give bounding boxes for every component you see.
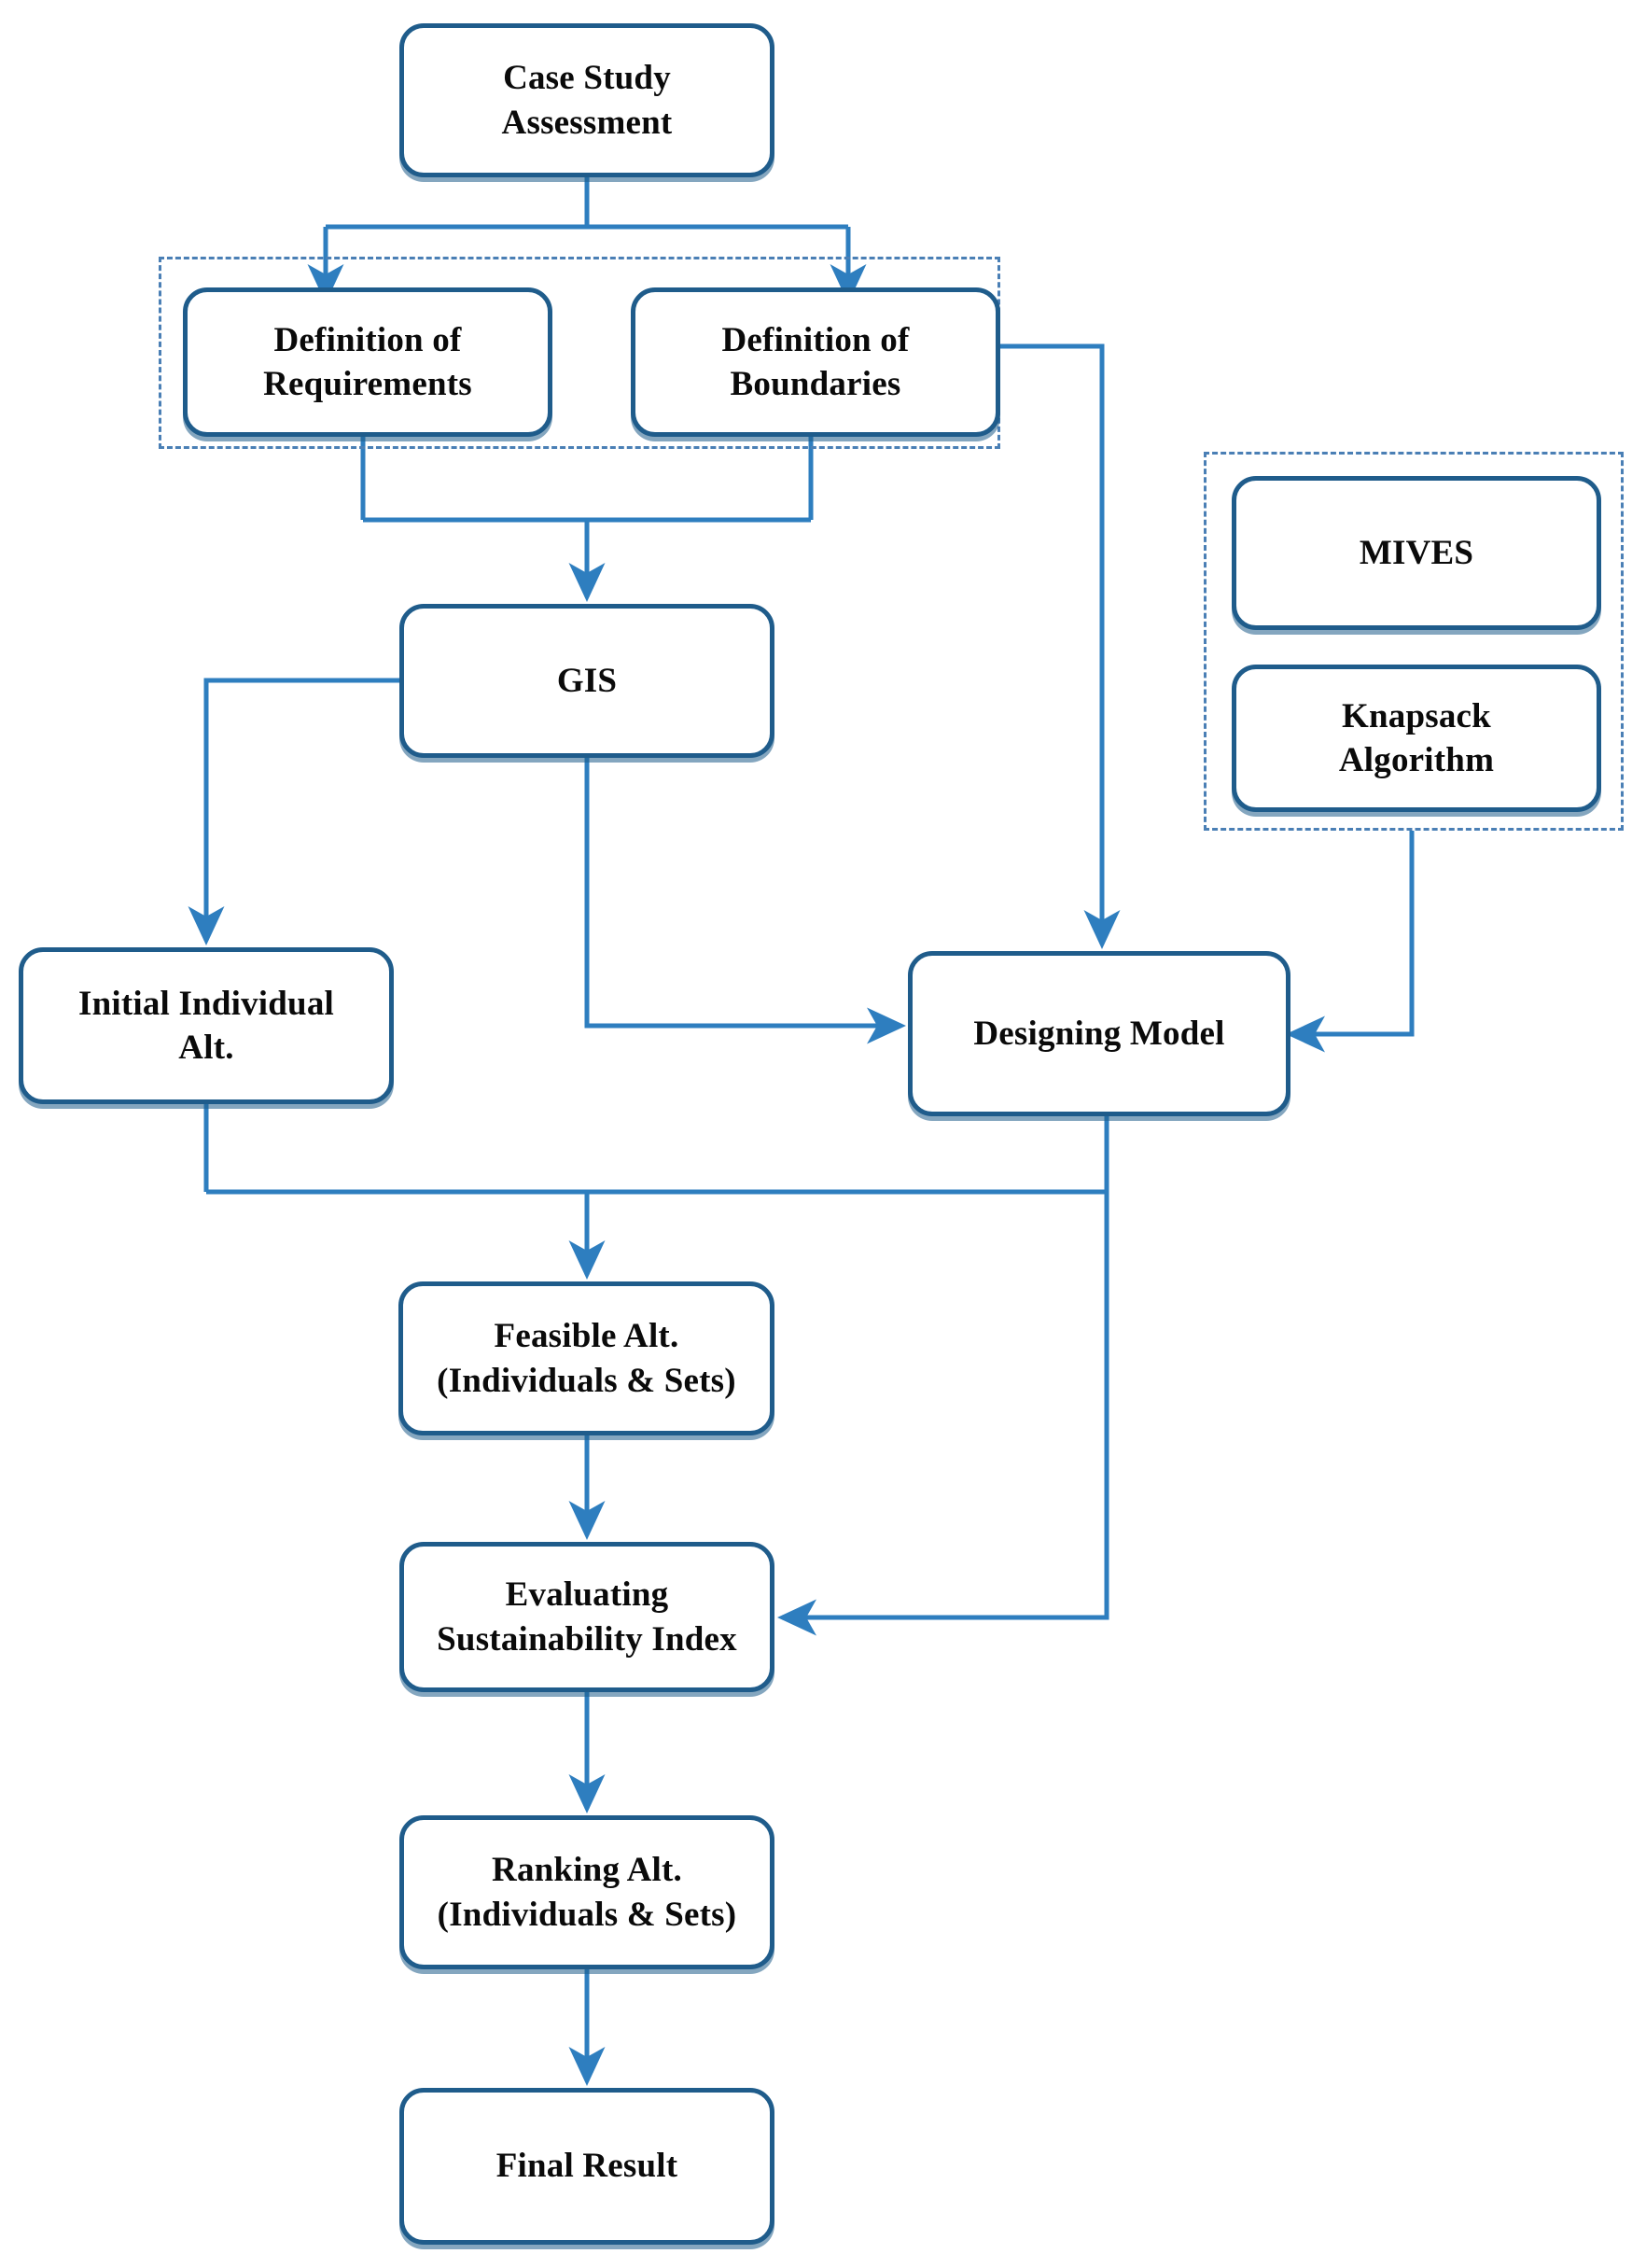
edge-boundaries-to-designing-model bbox=[1000, 343, 1121, 949]
node-case-study-assessment[interactable]: Case Study Assessment bbox=[399, 23, 774, 177]
edge-knapsack-to-designing-model bbox=[1286, 831, 1415, 1053]
node-label-final-result: Final Result bbox=[495, 2147, 678, 2186]
node-initial-individual-alt[interactable]: Initial Individual Alt. bbox=[19, 947, 394, 1104]
node-definition-of-boundaries[interactable]: Definition of Boundaries bbox=[631, 287, 1000, 437]
edge-gis-to-designing-model bbox=[584, 758, 906, 1044]
node-label-mives: MIVES bbox=[1359, 533, 1474, 572]
node-label-definition-of-requirements: Definition of Requirements bbox=[263, 320, 472, 403]
node-ranking-alt[interactable]: Ranking Alt. (Individuals & Sets) bbox=[399, 1815, 774, 1969]
node-label-knapsack-algorithm: Knapsack Algorithm bbox=[1338, 696, 1495, 779]
methods-group-boundary bbox=[1204, 452, 1624, 831]
node-mives[interactable]: MIVES bbox=[1232, 476, 1601, 630]
node-knapsack-algorithm[interactable]: Knapsack Algorithm bbox=[1232, 665, 1601, 812]
edge-gis-to-initial-individual-alt bbox=[188, 678, 399, 945]
node-label-ranking-alt: Ranking Alt. (Individuals & Sets) bbox=[437, 1851, 737, 1934]
node-label-initial-individual-alt: Initial Individual Alt. bbox=[77, 984, 335, 1067]
node-final-result[interactable]: Final Result bbox=[399, 2088, 774, 2245]
node-feasible-alt[interactable]: Feasible Alt. (Individuals & Sets) bbox=[398, 1281, 774, 1435]
node-label-case-study-assessment: Case Study Assessment bbox=[501, 59, 673, 142]
node-designing-model[interactable]: Designing Model bbox=[908, 951, 1290, 1116]
node-label-feasible-alt: Feasible Alt. (Individuals & Sets) bbox=[437, 1317, 736, 1400]
node-label-designing-model: Designing Model bbox=[973, 1014, 1225, 1053]
node-label-definition-of-boundaries: Definition of Boundaries bbox=[721, 320, 910, 403]
node-definition-of-requirements[interactable]: Definition of Requirements bbox=[183, 287, 552, 437]
node-evaluating-sustainability-index[interactable]: Evaluating Sustainability Index bbox=[399, 1542, 774, 1692]
node-gis[interactable]: GIS bbox=[399, 604, 774, 758]
edge-designing-model-to-evaluating bbox=[777, 1192, 1109, 1636]
node-label-gis: GIS bbox=[556, 661, 618, 700]
node-label-evaluating-sustainability-index: Evaluating Sustainability Index bbox=[437, 1575, 737, 1659]
